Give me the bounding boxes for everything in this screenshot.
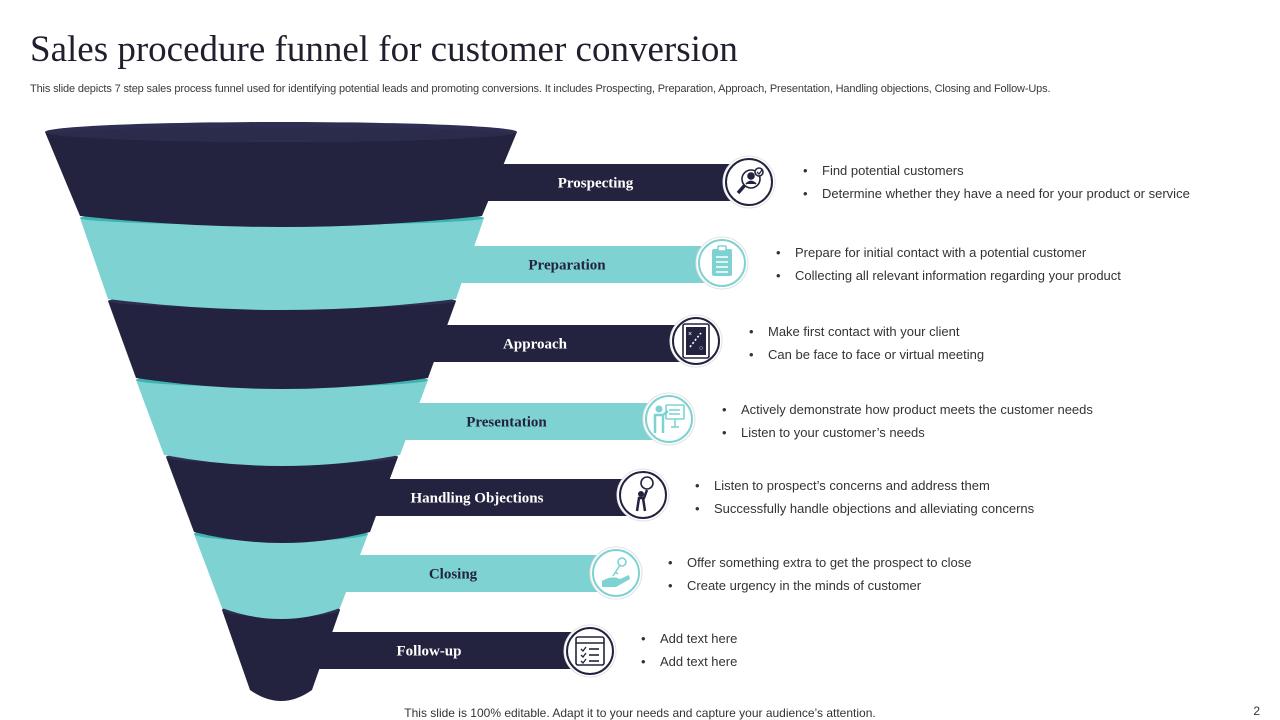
step-bullets: Actively demonstrate how product meets t… xyxy=(722,401,1093,447)
bullet-item: Listen to your customer’s needs xyxy=(722,424,1093,447)
step-label: Handling Objections xyxy=(411,491,544,507)
bullet-item: Can be face to face or virtual meeting xyxy=(749,346,984,369)
step-icon-badge xyxy=(616,468,670,522)
step-bullets: Find potential customersDetermine whethe… xyxy=(803,162,1190,208)
step-bullets: Listen to prospect’s concerns and addres… xyxy=(695,477,1034,523)
bullet-item: Offer something extra to get the prospec… xyxy=(668,554,971,577)
slide-title: Sales procedure funnel for customer conv… xyxy=(30,29,738,70)
step-bullets: Add text hereAdd text here xyxy=(641,630,737,676)
step-arrow: Closing xyxy=(306,555,602,592)
step-arrow: Preparation xyxy=(424,246,712,283)
hand-key-icon xyxy=(602,557,630,587)
step-arrow: Presentation xyxy=(360,403,655,440)
slide-subtitle: This slide depicts 7 step sales process … xyxy=(30,83,1051,95)
strategy-board-icon: ×○ xyxy=(682,323,710,359)
svg-text:×: × xyxy=(688,331,692,338)
step-icon-badge xyxy=(563,624,617,678)
bullet-item: Successfully handle objections and allev… xyxy=(695,500,1034,523)
person-idea-icon xyxy=(635,476,654,512)
bullet-item: Create urgency in the minds of customer xyxy=(668,577,971,600)
step-icon-badge xyxy=(695,236,749,290)
bullet-item: Add text here xyxy=(641,653,737,676)
bullet-item: Make first contact with your client xyxy=(749,323,984,346)
step-arrow: Handling Objections xyxy=(328,479,628,516)
step-arrow: Follow-up xyxy=(285,632,575,669)
step-label: Preparation xyxy=(528,258,606,274)
step-label: Approach xyxy=(503,337,568,353)
step-icon-badge xyxy=(722,155,776,209)
step-label: Presentation xyxy=(466,415,547,431)
bullet-item: Find potential customers xyxy=(803,162,1190,185)
funnel-layer xyxy=(45,122,517,227)
clipboard-icon xyxy=(712,245,732,276)
funnel-layers xyxy=(45,122,517,701)
checklist-window-icon xyxy=(575,636,605,666)
step-icon-badge xyxy=(589,546,643,600)
step-label: Follow-up xyxy=(396,644,461,660)
step-icons: ×○ xyxy=(563,155,776,678)
step-bullets: Make first contact with your clientCan b… xyxy=(749,323,984,369)
step-bullets: Prepare for initial contact with a poten… xyxy=(776,244,1121,290)
step-bullets: Offer something extra to get the prospec… xyxy=(668,554,971,600)
svg-text:○: ○ xyxy=(699,345,703,352)
bullet-item: Actively demonstrate how product meets t… xyxy=(722,401,1093,424)
page-number: 2 xyxy=(1253,704,1260,718)
step-arrows: ProspectingPreparationApproachPresentati… xyxy=(285,164,740,669)
bullet-item: Prepare for initial contact with a poten… xyxy=(776,244,1121,267)
magnifier-person-icon xyxy=(736,167,764,195)
step-icon-badge xyxy=(642,392,696,446)
bullet-item: Add text here xyxy=(641,630,737,653)
step-arrow: Approach xyxy=(392,325,680,362)
bullet-item: Determine whether they have a need for y… xyxy=(803,185,1190,208)
presenter-icon xyxy=(653,404,685,433)
step-arrow: Prospecting xyxy=(453,164,740,201)
footer-note: This slide is 100% editable. Adapt it to… xyxy=(404,706,876,720)
step-label: Closing xyxy=(429,567,478,583)
bullet-item: Listen to prospect’s concerns and addres… xyxy=(695,477,1034,500)
step-icon-badge: ×○ xyxy=(669,314,723,368)
bullet-item: Collecting all relevant information rega… xyxy=(776,267,1121,290)
step-label: Prospecting xyxy=(558,176,634,192)
